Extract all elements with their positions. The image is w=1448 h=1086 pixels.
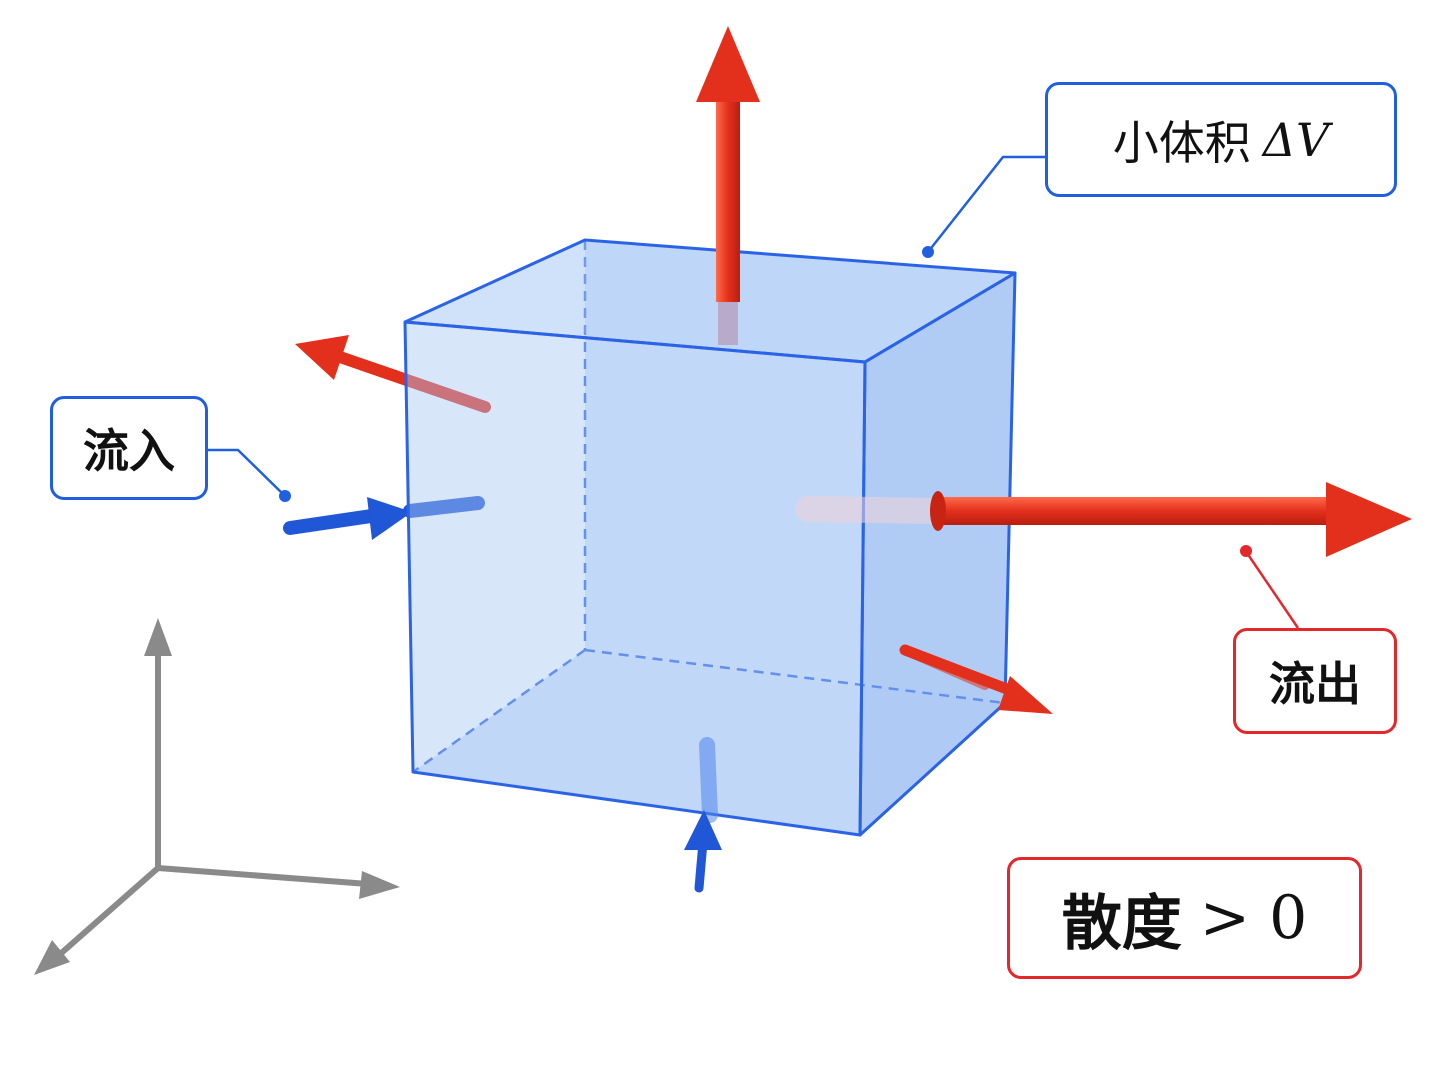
front-arrows [684, 26, 1412, 893]
inflow-arrow-left-head [367, 497, 412, 540]
small-volume-label: 小体积 ΔV [1045, 82, 1397, 197]
divergence-label: 散度 > 0 [1007, 857, 1362, 979]
small-volume-label-math: ΔV [1262, 112, 1330, 167]
coordinate-axes [34, 618, 400, 975]
cube-right-face [858, 271, 1017, 837]
outflow-arrow-right-base [930, 491, 946, 531]
x-axis-arrowhead [359, 871, 400, 899]
outflow-callout-dot [1240, 545, 1252, 557]
inflow-callout-dot [279, 490, 291, 502]
cube-hidden-edge-bottom-left [412, 648, 586, 774]
outflow-callout-leader [1245, 552, 1300, 629]
outflow-label-text: 流出 [1269, 657, 1361, 711]
outflow-arrow-upper-left-shaft [334, 351, 491, 413]
divergence-label-text: 散度 [1061, 888, 1182, 959]
outflow-arrow-lower-right-shaft [899, 644, 1026, 700]
cube-front-face [403, 320, 867, 837]
inflow-arrow-bottom-inner-stub [699, 737, 718, 823]
x-axis-line [157, 865, 369, 887]
y-axis-arrowhead [34, 940, 70, 975]
callout-leaders [208, 155, 1300, 629]
cube-hidden-edge-bottom-back [584, 648, 1006, 705]
outflow-arrow-top-head [696, 26, 760, 102]
inflow-callout-leader [208, 448, 286, 497]
inflow-arrow-left-shaft [283, 508, 385, 535]
inflow-label-text: 流入 [83, 424, 175, 478]
volume-callout-leader [927, 155, 1045, 253]
outflow-arrow-upper-left-head [295, 335, 349, 380]
z-axis-arrowhead [144, 618, 172, 656]
small-volume-label-text: 小体积 [1112, 115, 1251, 170]
divergence-label-math: > 0 [1199, 883, 1308, 953]
outflow-arrow-right-shaft [935, 497, 1335, 525]
outflow-arrow-top-shaft [716, 92, 740, 302]
inflow-arrow-left-inner-stub [403, 496, 485, 518]
inflow-label: 流入 [50, 396, 208, 500]
outflow-arrow-lower-right-head [998, 676, 1053, 714]
inflow-arrow-bottom-head [684, 810, 722, 850]
volume-callout-dot [922, 246, 934, 258]
outflow-arrow-right-head [1326, 482, 1412, 557]
outflow-label: 流出 [1233, 628, 1397, 734]
outflow-arrow-right-inner-stub [795, 496, 948, 524]
y-axis-line [56, 865, 160, 959]
